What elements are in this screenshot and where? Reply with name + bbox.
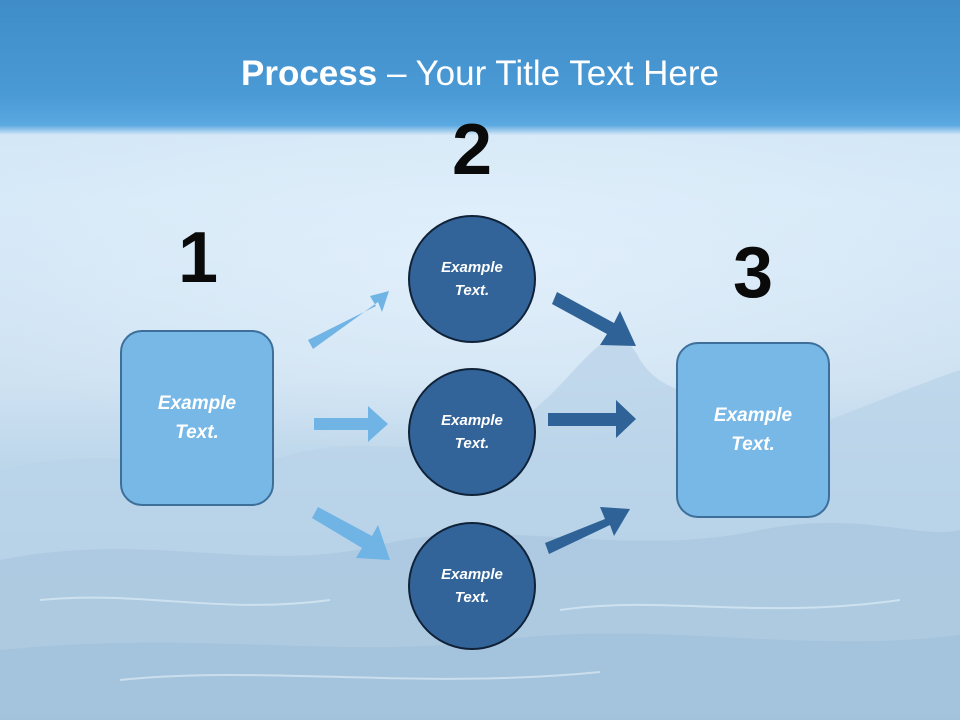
right-box-line1: Example [713,405,793,426]
step-number-3: 3 [732,233,774,313]
left-box-line2: Text. [175,422,219,443]
step-number-1: 1 [177,218,219,298]
right-box: Example Text. [676,342,830,518]
step-number-2: 2 [451,110,493,190]
circle-bottom-line1: Example [441,566,503,583]
circle-middle: Example Text. [408,368,536,496]
circle-middle-line2: Text. [454,435,490,452]
slide-title: Process – Your Title Text Here [0,52,960,96]
title-bar [0,0,960,135]
circle-top: Example Text. [408,215,536,343]
right-box-line2: Text. [731,434,775,455]
circle-middle-line1: Example [441,412,503,429]
circle-bottom: Example Text. [408,522,536,650]
title-rest: – Your Title Text Here [377,54,719,93]
arrow-middle-to-right [548,400,636,438]
arrow-left-to-middle [314,406,388,442]
arrow-top-to-right [552,292,636,346]
left-box: Example Text. [120,330,274,506]
circle-top-line1: Example [441,259,503,276]
left-box-line1: Example [157,393,237,414]
title-bold: Process [241,54,378,93]
arrow-bottom-to-right [545,507,630,554]
circle-top-line2: Text. [454,282,490,299]
circle-bottom-line2: Text. [454,589,490,606]
arrow-left-to-bottom [312,507,390,560]
arrow-left-to-top [308,291,389,349]
